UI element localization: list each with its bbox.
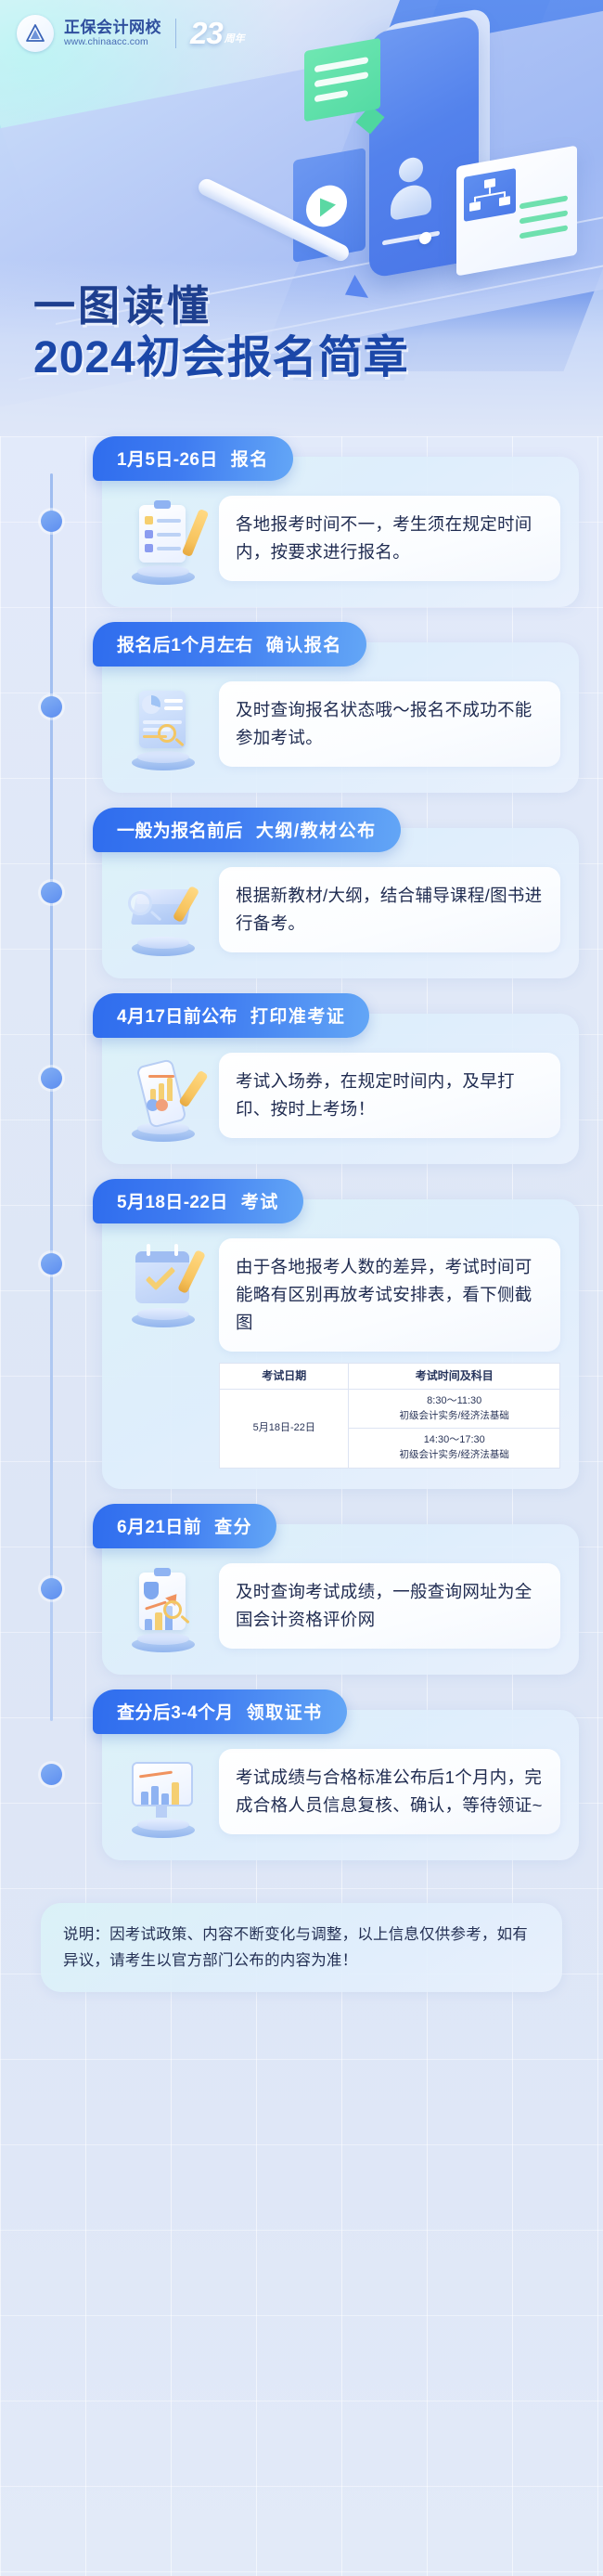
timeline-step: 报名后1个月左右 确认报名: [0, 622, 603, 793]
anniversary-badge: 23 周年: [190, 16, 245, 51]
step-date: 报名后1个月左右: [117, 636, 253, 655]
timeline-step: 查分后3-4个月 领取证书 考试成绩与合格标准公布后1个月内，完成合格人: [0, 1689, 603, 1860]
timeline-dot: [41, 696, 62, 718]
calendar-check-icon: [121, 1244, 206, 1329]
timeline-step: 5月18日-22日 考试 由于各地报考人数的差异，考试时间可能略有区别再: [0, 1179, 603, 1489]
timeline-dot: [41, 1763, 62, 1785]
exam-schedule-table: 考试日期 考试时间及科目 5月18日-22日 8:30～11:30 初级会计实务…: [218, 1362, 560, 1469]
mobile-report-icon: [121, 1058, 209, 1144]
step-label: 领取证书: [246, 1702, 323, 1723]
step-pill: 1月5日-26日 报名: [93, 436, 293, 481]
step-date: 查分后3-4个月: [117, 1702, 234, 1723]
slot-time: 8:30～11:30: [427, 1395, 482, 1407]
clipboard-checklist-icon: [121, 500, 210, 587]
book-magnifier-icon: [121, 873, 206, 958]
table-header-subject: 考试时间及科目: [348, 1362, 560, 1391]
table-header-row: 考试日期 考试时间及科目: [218, 1362, 560, 1391]
brand-name: 正保会计网校: [64, 19, 161, 37]
step-text: 各地报考时间不一，考生须在规定时间内，按要求进行报名。: [219, 496, 560, 581]
org-chart-icon: [464, 168, 516, 222]
step-label: 打印准考证: [250, 1007, 346, 1027]
step-card: 1月5日-26日 报名 各地报考时间不一，考生: [93, 436, 579, 607]
step-pill: 4月17日前公布 打印准考证: [93, 993, 370, 1038]
step-label: 考试: [240, 1193, 279, 1212]
step-body: 根据新教材/大纲，结合辅导课程/图书进行备考。: [121, 867, 560, 958]
chat-bubble-icon: [304, 37, 380, 123]
timeline-dot: [41, 1577, 62, 1599]
step-date: 1月5日-26日: [117, 450, 218, 470]
step-text: 根据新教材/大纲，结合辅导课程/图书进行备考。: [219, 867, 560, 952]
step-text: 及时查询报名状态哦～报名不成功不能参加考试。: [219, 681, 560, 767]
table-row: 5月18日-22日 8:30～11:30 初级会计实务/经济法基础: [218, 1389, 560, 1469]
disclaimer-note: 说明：因考试政策、内容不断变化与调整，以上信息仅供参考，如有异议，请考生以官方部…: [41, 1902, 562, 1993]
timeline-step: 6月21日前 查分: [0, 1503, 603, 1675]
headline-line-1: 一图读懂: [33, 281, 212, 330]
step-label: 查分: [214, 1517, 253, 1537]
step-pill: 报名后1个月左右 确认报名: [93, 622, 366, 667]
hero-bottom-fade: [0, 260, 603, 436]
timeline-dot: [41, 1068, 62, 1089]
table-cell-slot: 8:30～11:30 初级会计实务/经济法基础: [348, 1389, 560, 1430]
step-pill: 一般为报名前后 大纲/教材公布: [93, 808, 401, 852]
chinaacc-triangle-logo-icon: [17, 15, 54, 52]
timeline-dot: [41, 1253, 62, 1275]
step-label: 确认报名: [265, 636, 342, 655]
step-pill: 查分后3-4个月 领取证书: [93, 1689, 347, 1734]
step-card: 4月17日前公布 打印准考证 考试入场券，在规: [93, 993, 579, 1164]
play-icon: [320, 195, 336, 217]
step-card: 6月21日前 查分: [93, 1503, 579, 1675]
step-date: 6月21日前: [117, 1517, 202, 1537]
step-text: 考试成绩与合格标准公布后1个月内，完成合格人员信息复核、确认，等待领证~: [219, 1748, 560, 1834]
step-body: 及时查询报名状态哦～报名不成功不能参加考试。: [121, 681, 560, 772]
step-body: 考试入场券，在规定时间内，及早打印、按时上考场！: [121, 1053, 560, 1144]
timeline-step: 一般为报名前后 大纲/教材公布 根据新教材/大纲，结合辅导课程/图书进行备考。: [0, 808, 603, 978]
step-pill: 6月21日前 查分: [93, 1503, 277, 1548]
brand-logo[interactable]: 正保会计网校 www.chinaacc.com 23 周年: [17, 15, 245, 52]
step-text: 由于各地报考人数的差异，考试时间可能略有区别再放考试安排表，看下侧截图: [219, 1238, 560, 1352]
step-label: 大纲/教材公布: [255, 822, 377, 841]
step-label: 报名: [230, 450, 269, 470]
hero-banner: 正保会计网校 www.chinaacc.com 23 周年 一图读懂 2024初…: [0, 0, 603, 436]
slot-subjects: 初级会计实务/经济法基础: [399, 1449, 509, 1461]
table-header-date: 考试日期: [218, 1362, 350, 1391]
step-text: 及时查询考试成绩，一般查询网址为全国会计资格评价网: [219, 1562, 560, 1649]
certificate-monitor-icon: [121, 1754, 206, 1840]
slot-time: 14:30～17:30: [423, 1434, 485, 1446]
timeline: 1月5日-26日 报名 各地报考时间不一，考生: [0, 436, 603, 1860]
footer: 说明：因考试政策、内容不断变化与调整，以上信息仅供参考，如有异议，请考生以官方部…: [0, 1896, 603, 2030]
step-body: 及时查询考试成绩，一般查询网址为全国会计资格评价网: [121, 1562, 560, 1654]
step-body: 由于各地报考人数的差异，考试时间可能略有区别再放考试安排表，看下侧截图 考试日期…: [121, 1238, 560, 1469]
slot-subjects: 初级会计实务/经济法基础: [399, 1410, 509, 1422]
timeline-step: 1月5日-26日 报名 各地报考时间不一，考生: [0, 436, 603, 607]
step-date: 一般为报名前后: [117, 822, 243, 841]
timeline-dot: [41, 882, 62, 903]
page-title: 一图读懂 2024初会报名简章: [33, 281, 409, 384]
brand-url: www.chinaacc.com: [64, 35, 148, 47]
step-body: 考试成绩与合格标准公布后1个月内，完成合格人员信息复核、确认，等待领证~: [121, 1748, 560, 1840]
anniversary-unit: 周年: [224, 32, 245, 45]
step-body: 各地报考时间不一，考生须在规定时间内，按要求进行报名。: [121, 496, 560, 587]
step-card: 报名后1个月左右 确认报名: [93, 622, 579, 793]
document-search-icon: [121, 687, 206, 772]
step-text: 考试入场券，在规定时间内，及早打印、按时上考场！: [219, 1053, 560, 1138]
logo-divider: [175, 19, 176, 48]
step-date: 5月18日-22日: [117, 1193, 228, 1212]
timeline-dot: [41, 511, 62, 532]
headline-line-2: 2024初会报名简章: [33, 333, 409, 383]
step-card: 5月18日-22日 考试 由于各地报考人数的差异，考试时间可能略有区别再: [93, 1179, 579, 1489]
table-cell-date: 5月18日-22日: [218, 1389, 350, 1469]
brand-text: 正保会计网校 www.chinaacc.com: [64, 19, 161, 47]
step-date: 4月17日前公布: [117, 1007, 237, 1027]
step-card: 一般为报名前后 大纲/教材公布 根据新教材/大纲，结合辅导课程/图书进行备考。: [93, 808, 579, 978]
table-cell-slot: 14:30～17:30 初级会计实务/经济法基础: [348, 1428, 560, 1469]
step-pill: 5月18日-22日 考试: [93, 1179, 303, 1223]
score-chart-icon: [121, 1567, 206, 1654]
step-card: 查分后3-4个月 领取证书 考试成绩与合格标准公布后1个月内，完成合格人: [93, 1689, 579, 1860]
anniversary-number: 23: [190, 16, 224, 51]
timeline-step: 4月17日前公布 打印准考证 考试入场券，在规: [0, 993, 603, 1164]
